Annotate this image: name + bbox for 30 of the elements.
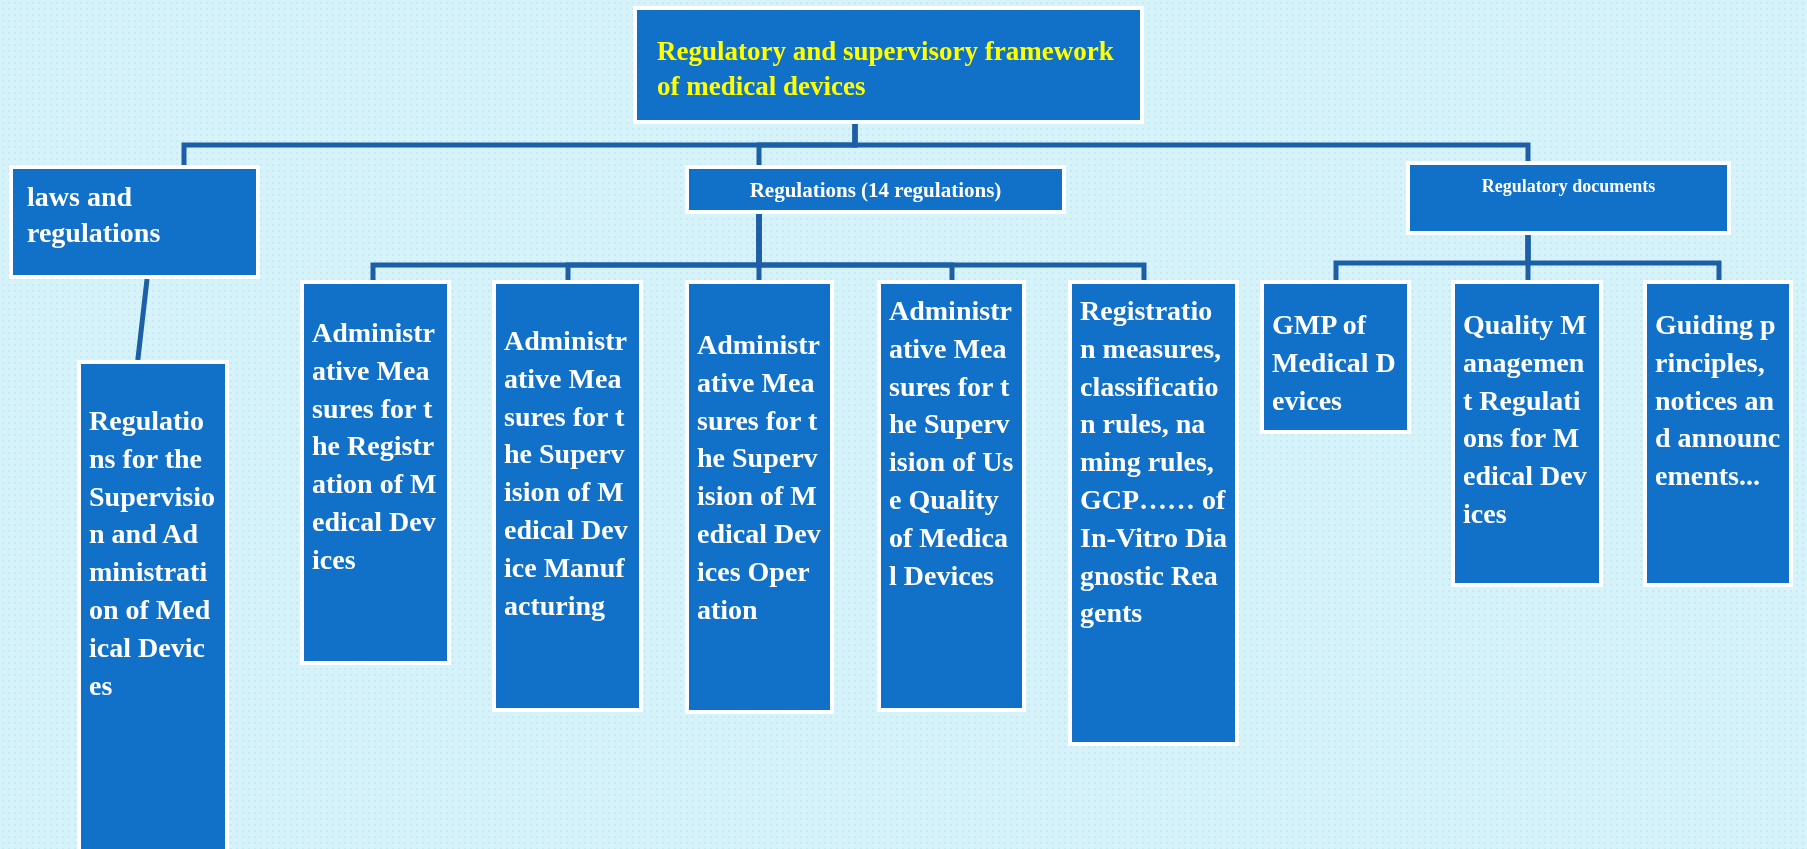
connector-line xyxy=(852,124,1531,161)
process-box xyxy=(1451,280,1603,587)
box-label: laws and regulations xyxy=(27,180,162,251)
process-box xyxy=(1068,280,1239,746)
process-box xyxy=(300,280,451,665)
box-label: Administrative Measures for the Supervision of Use Quality of Medical Devices xyxy=(889,294,1014,593)
process-box xyxy=(492,280,643,712)
box-label: Administrative Measures for the Registration of Medical Devices xyxy=(312,316,438,577)
process-box xyxy=(1643,280,1793,587)
connector-line xyxy=(1525,235,1722,280)
box-label: Regulations for the Supervision and Administration of Medical Devices xyxy=(89,404,217,703)
box-label: Quality Management Regulations for Medical Devices xyxy=(1463,308,1588,531)
box-label: Registration measures, classification rules, naming rules, GCP…… of In-Vitro Diagnostic Reagents xyxy=(1080,294,1227,631)
process-box xyxy=(633,6,1144,124)
box-label: Regulatory and supervisory framework of medical devices xyxy=(657,35,1115,104)
process-box xyxy=(9,165,260,279)
box-label: Administrative Measures for the Supervision of Medical Device Manufacturing xyxy=(504,324,629,623)
box-label: GMP of Medical Devices xyxy=(1272,308,1397,418)
box-label: Regulatory documents xyxy=(1480,175,1657,198)
box-label: Administrative Measures for the Supervision of Medical Devices Operation xyxy=(697,328,822,627)
connector-line xyxy=(756,214,1147,280)
process-box xyxy=(685,165,1066,214)
process-box xyxy=(685,280,834,714)
connector-line xyxy=(135,278,150,361)
process-box xyxy=(877,280,1026,712)
process-box xyxy=(1406,161,1731,235)
process-box xyxy=(77,360,229,849)
box-label: Guiding principles, notices and announcements... xyxy=(1655,308,1781,494)
process-box xyxy=(1260,280,1411,434)
box-label: Regulations (14 regulations) xyxy=(748,177,1003,204)
